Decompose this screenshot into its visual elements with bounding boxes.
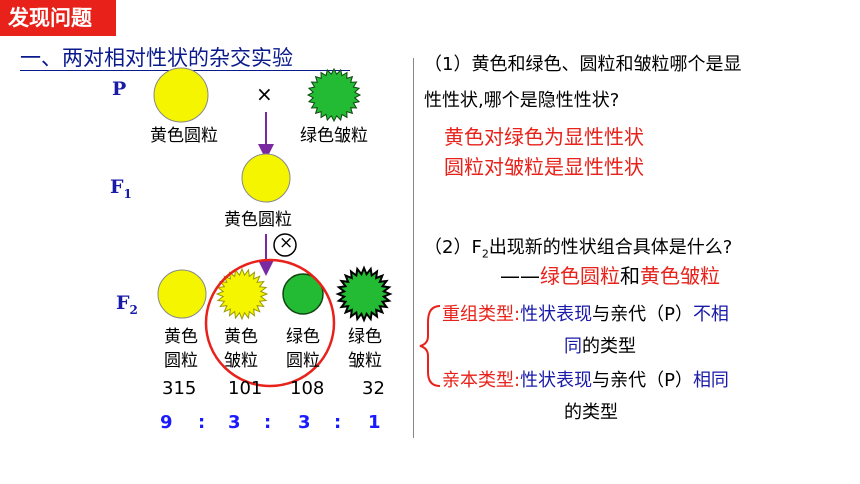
- recombinant-line1: 重组类型:性状表现与亲代（P）不相: [442, 304, 729, 325]
- page-title: 一、两对相对性状的杂交实验: [20, 46, 293, 70]
- pea-f1-yellow-round-icon: [241, 153, 291, 203]
- f2-label-4a: 绿色: [348, 327, 382, 347]
- ratio-sep-1: :: [198, 412, 206, 433]
- f2-label-3a: 绿色: [286, 327, 320, 347]
- cross-sign: ×: [256, 82, 273, 106]
- f2-count-2: 101: [228, 378, 263, 399]
- question-2: （2）F2出现新的性状组合具体是什么?: [424, 237, 733, 261]
- f2-count-3: 108: [290, 378, 325, 399]
- parental-line1: 亲本类型:性状表现与亲代（P）相同: [442, 370, 729, 391]
- f2-count-1: 315: [162, 378, 197, 399]
- pea-f2-green-round-icon: [282, 273, 324, 315]
- ratio-sep-2: :: [264, 412, 272, 433]
- f2-label-3b: 圆粒: [286, 351, 320, 371]
- divider: [413, 58, 414, 438]
- parental-line2: 的类型: [564, 402, 618, 423]
- answer-2: ——绿色圆粒和黄色皱粒: [500, 264, 720, 288]
- parent2-label: 绿色皱粒: [300, 126, 368, 146]
- f2-count-4: 32: [362, 378, 385, 399]
- question-1-line1: （1）黄色和绿色、圆粒和皱粒哪个是显: [424, 54, 742, 75]
- gen-f2-label: F2: [116, 292, 138, 317]
- gen-p-label: P: [112, 78, 127, 100]
- ratio-4: 1: [368, 412, 381, 433]
- self-cross-icon: [273, 233, 297, 257]
- brace-icon: [419, 305, 441, 387]
- f2-label-1a: 黄色: [164, 327, 198, 347]
- pea-f2-yellow-wrinkled-icon: [215, 267, 269, 321]
- answer-1-line2: 圆粒对皱粒是显性性状: [444, 155, 644, 179]
- answer-1-line1: 黄色对绿色为显性性状: [444, 125, 644, 149]
- pea-yellow-round-icon: [153, 67, 209, 123]
- f2-label-1b: 圆粒: [164, 351, 198, 371]
- recombinant-line2: 同的类型: [564, 336, 636, 357]
- f2-label-2b: 皱粒: [224, 351, 258, 371]
- parent1-label: 黄色圆粒: [150, 126, 218, 146]
- f2-label-4b: 皱粒: [348, 351, 382, 371]
- gen-f1-label: F1: [110, 176, 132, 201]
- ratio-3: 3: [298, 412, 311, 433]
- f1-label: 黄色圆粒: [224, 210, 292, 230]
- ratio-sep-3: :: [334, 412, 342, 433]
- recombinant-highlight: [204, 258, 336, 388]
- ratio-1: 9: [160, 412, 173, 433]
- section-tag: 发现问题: [0, 0, 116, 36]
- pea-f2-yellow-round-icon: [157, 269, 207, 319]
- pea-f2-green-wrinkled-icon: [335, 265, 393, 323]
- f2-label-2a: 黄色: [224, 327, 258, 347]
- ratio-2: 3: [228, 412, 241, 433]
- self-cross-sign: ×: [279, 233, 294, 253]
- pea-green-wrinkled-icon: [306, 67, 362, 123]
- question-1-line2: 性性状,哪个是隐性性状?: [424, 90, 620, 111]
